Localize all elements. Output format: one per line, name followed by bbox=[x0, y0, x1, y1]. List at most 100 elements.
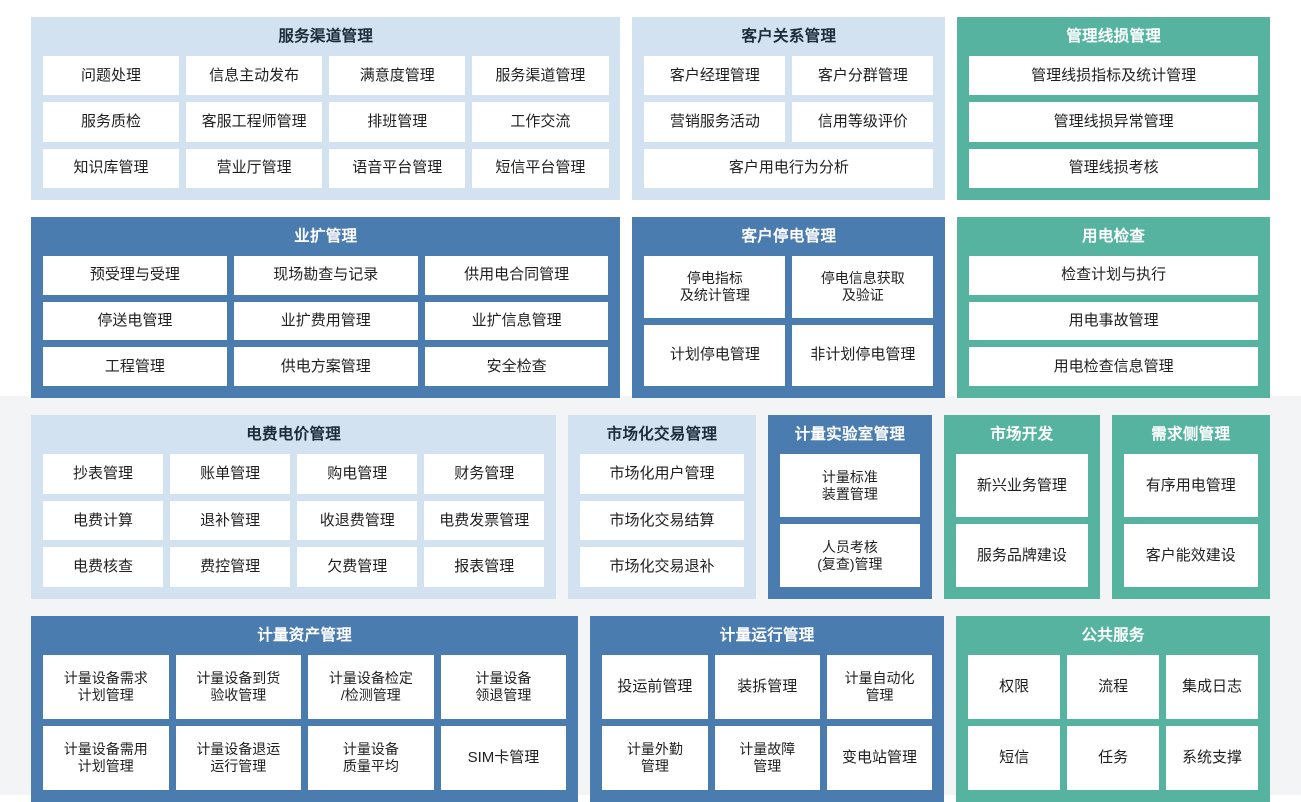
tile[interactable]: 排班管理 bbox=[329, 102, 466, 142]
tile[interactable]: 计量设备需求 计划管理 bbox=[43, 655, 169, 719]
tile[interactable]: 计量设备需用 计划管理 bbox=[43, 726, 169, 790]
tile[interactable]: 信用等级评价 bbox=[792, 102, 934, 142]
tile[interactable]: 满意度管理 bbox=[329, 56, 466, 96]
tile-row: 管理线损指标及统计管理 bbox=[969, 56, 1259, 96]
tile[interactable]: 停电指标 及统计管理 bbox=[644, 256, 786, 318]
panel-title: 市场开发 bbox=[990, 426, 1054, 443]
tile[interactable]: 计量设备到货 验收管理 bbox=[175, 655, 302, 719]
tile[interactable]: 计划停电管理 bbox=[644, 324, 786, 386]
tile[interactable]: 新兴业务管理 bbox=[956, 454, 1088, 517]
tile[interactable]: 信息主动发布 bbox=[186, 56, 323, 96]
tile[interactable]: 服务质检 bbox=[43, 102, 180, 142]
tile[interactable]: 客户能效建设 bbox=[1123, 524, 1258, 587]
tile[interactable]: 计量设备退运 运行管理 bbox=[175, 726, 302, 790]
panel-3-1: 电费电价管理抄表管理账单管理购电管理财务管理电费计算退补管理收退费管理电费发票管… bbox=[31, 415, 557, 599]
tile[interactable]: 变电站管理 bbox=[826, 726, 933, 790]
tile[interactable]: 计量外勤 管理 bbox=[602, 726, 708, 790]
tile-grid: 检查计划与执行用电事故管理用电检查信息管理 bbox=[969, 256, 1259, 387]
tile[interactable]: 检查计划与执行 bbox=[969, 256, 1259, 295]
tile-row: 市场化用户管理 bbox=[580, 454, 744, 494]
tile[interactable]: 客户用电行为分析 bbox=[644, 148, 934, 188]
tile-row: 营销服务活动信用等级评价 bbox=[644, 102, 934, 142]
tile[interactable]: 装拆管理 bbox=[714, 655, 820, 719]
tile[interactable]: 预受理与受理 bbox=[43, 256, 227, 295]
tile[interactable]: 用电事故管理 bbox=[969, 301, 1259, 341]
tile[interactable]: 退补管理 bbox=[170, 500, 291, 541]
tile[interactable]: 短信 bbox=[968, 726, 1061, 790]
tile[interactable]: 管理线损指标及统计管理 bbox=[969, 56, 1259, 96]
tile[interactable]: 购电管理 bbox=[297, 454, 418, 494]
tile[interactable]: 计量设备 领退管理 bbox=[440, 655, 567, 719]
tile[interactable]: 电费发票管理 bbox=[424, 500, 545, 541]
tile[interactable]: 服务品牌建设 bbox=[956, 524, 1088, 587]
tile[interactable]: 报表管理 bbox=[424, 547, 545, 588]
tile-grid: 停电指标 及统计管理停电信息获取 及验证计划停电管理非计划停电管理 bbox=[644, 256, 934, 386]
tile-row: 用电检查信息管理 bbox=[969, 347, 1259, 387]
tile[interactable]: 停电信息获取 及验证 bbox=[792, 256, 934, 318]
tile[interactable]: 抄表管理 bbox=[43, 454, 164, 494]
tile[interactable]: 用电检查信息管理 bbox=[969, 347, 1259, 387]
panel-title: 服务渠道管理 bbox=[278, 28, 374, 45]
tile[interactable]: 现场勘查与记录 bbox=[233, 256, 418, 295]
tile[interactable]: 电费核查 bbox=[43, 547, 164, 588]
tile[interactable]: 服务渠道管理 bbox=[472, 56, 609, 96]
tile[interactable]: 市场化交易退补 bbox=[580, 547, 744, 588]
tile[interactable]: 欠费管理 bbox=[297, 547, 418, 588]
tile-row: 有序用电管理 bbox=[1123, 454, 1258, 517]
tile-row: 客户经理管理客户分群管理 bbox=[644, 56, 934, 96]
panel-title: 业扩管理 bbox=[294, 228, 358, 245]
tile[interactable]: 安全检查 bbox=[424, 347, 609, 387]
tile-row: 新兴业务管理 bbox=[956, 454, 1088, 517]
tile-grid: 问题处理信息主动发布满意度管理服务渠道管理服务质检客服工程师管理排班管理工作交流… bbox=[43, 56, 609, 188]
panel-title: 管理线损管理 bbox=[1066, 28, 1162, 45]
tile-grid: 权限流程集成日志短信任务系统支撑 bbox=[968, 655, 1258, 790]
tile[interactable]: 工程管理 bbox=[43, 347, 227, 387]
tile[interactable]: 知识库管理 bbox=[43, 148, 180, 188]
tile[interactable]: 管理线损异常管理 bbox=[969, 102, 1259, 142]
tile[interactable]: 市场化用户管理 bbox=[580, 454, 744, 494]
tile-row: 抄表管理账单管理购电管理财务管理 bbox=[43, 454, 545, 494]
panel-2-3: 用电检查检查计划与执行用电事故管理用电检查信息管理 bbox=[957, 217, 1271, 398]
tile-grid: 抄表管理账单管理购电管理财务管理电费计算退补管理收退费管理电费发票管理电费核查费… bbox=[43, 454, 545, 588]
tile[interactable]: 客户分群管理 bbox=[792, 56, 934, 96]
tile[interactable]: 电费计算 bbox=[43, 500, 164, 541]
tile[interactable]: 业扩信息管理 bbox=[424, 301, 609, 341]
tile[interactable]: 有序用电管理 bbox=[1123, 454, 1258, 517]
tile[interactable]: 短信平台管理 bbox=[472, 148, 609, 188]
tile[interactable]: 计量自动化 管理 bbox=[826, 655, 933, 719]
tile[interactable]: 营销服务活动 bbox=[644, 102, 786, 142]
tile[interactable]: 客户经理管理 bbox=[644, 56, 786, 96]
tile[interactable]: 计量设备 质量平均 bbox=[308, 726, 434, 790]
tile[interactable]: 人员考核 (复查)管理 bbox=[779, 524, 921, 587]
tile[interactable]: 财务管理 bbox=[424, 454, 545, 494]
tile[interactable]: 供电方案管理 bbox=[233, 347, 418, 387]
tile[interactable]: 计量标准 装置管理 bbox=[779, 454, 921, 517]
tile[interactable]: 市场化交易结算 bbox=[580, 500, 744, 541]
tile[interactable]: 计量故障 管理 bbox=[714, 726, 820, 790]
tile[interactable]: 系统支撑 bbox=[1166, 726, 1258, 790]
tile[interactable]: 营业厅管理 bbox=[186, 148, 323, 188]
tile[interactable]: 集成日志 bbox=[1166, 655, 1258, 719]
tile[interactable]: 工作交流 bbox=[472, 102, 609, 142]
panel-1-1: 服务渠道管理问题处理信息主动发布满意度管理服务渠道管理服务质检客服工程师管理排班… bbox=[31, 17, 621, 200]
tile[interactable]: 账单管理 bbox=[170, 454, 291, 494]
tile[interactable]: 业扩费用管理 bbox=[233, 301, 418, 341]
panel-3-5: 需求侧管理有序用电管理客户能效建设 bbox=[1111, 415, 1270, 599]
tile[interactable]: 计量设备检定 /检测管理 bbox=[308, 655, 434, 719]
tile[interactable]: 供用电合同管理 bbox=[424, 256, 609, 295]
tile-grid: 投运前管理装拆管理计量自动化 管理计量外勤 管理计量故障 管理变电站管理 bbox=[602, 655, 933, 790]
tile[interactable]: 任务 bbox=[1067, 726, 1160, 790]
tile-row: 管理线损考核 bbox=[969, 148, 1259, 188]
tile[interactable]: SIM卡管理 bbox=[440, 726, 567, 790]
tile[interactable]: 流程 bbox=[1067, 655, 1160, 719]
tile[interactable]: 管理线损考核 bbox=[969, 148, 1259, 188]
tile[interactable]: 问题处理 bbox=[43, 56, 180, 96]
tile[interactable]: 客服工程师管理 bbox=[186, 102, 323, 142]
tile[interactable]: 收退费管理 bbox=[297, 500, 418, 541]
tile[interactable]: 费控管理 bbox=[170, 547, 291, 588]
tile[interactable]: 非计划停电管理 bbox=[792, 324, 934, 386]
tile[interactable]: 投运前管理 bbox=[602, 655, 708, 719]
tile[interactable]: 停送电管理 bbox=[43, 301, 227, 341]
tile[interactable]: 权限 bbox=[968, 655, 1061, 719]
tile[interactable]: 语音平台管理 bbox=[329, 148, 466, 188]
